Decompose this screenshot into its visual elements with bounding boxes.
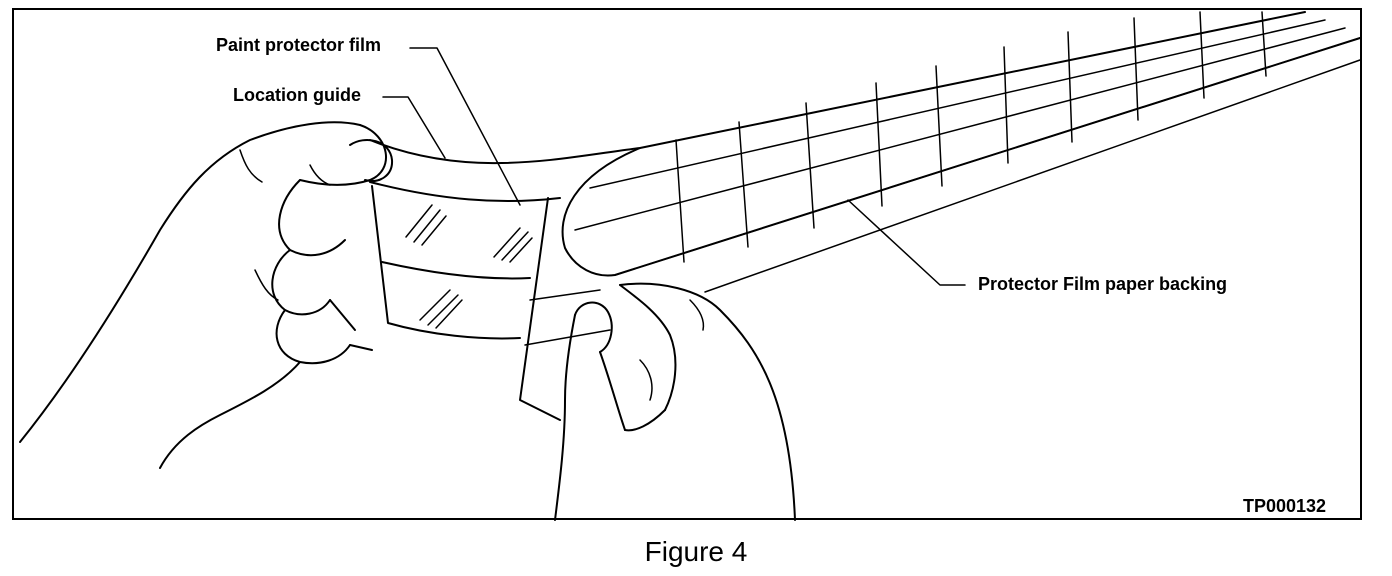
left-hand <box>19 121 394 469</box>
right-hand <box>554 282 796 521</box>
figure-caption: Figure 4 <box>644 536 748 567</box>
leader-paint-film <box>409 47 521 206</box>
leader-lines <box>382 47 966 286</box>
figure-frame <box>12 8 1362 520</box>
paint-protector-film <box>369 181 611 421</box>
leader-paper-backing <box>847 199 966 286</box>
figure-id: TP000132 <box>1243 496 1327 516</box>
callout-paint-protector-film: Paint protector film <box>216 35 382 55</box>
paper-backing-strip <box>369 11 1361 293</box>
callout-paper-backing: Protector Film paper backing <box>978 274 1228 294</box>
callout-location-guide: Location guide <box>233 85 361 105</box>
leader-location-guide <box>382 96 446 159</box>
